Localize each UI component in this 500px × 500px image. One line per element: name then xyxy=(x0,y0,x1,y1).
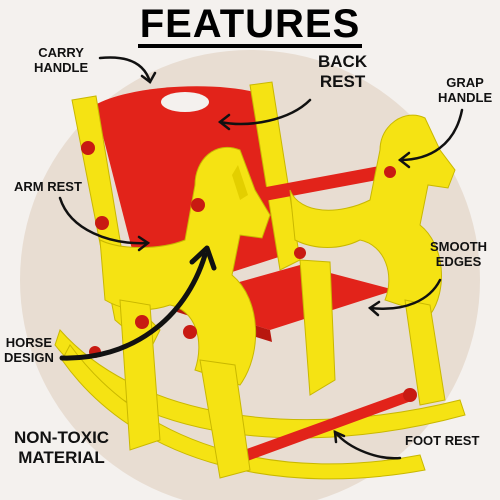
horse-design-arrow xyxy=(59,252,208,361)
label-non-toxic-material: NON-TOXIC MATERIAL xyxy=(14,428,110,467)
callout-arrows xyxy=(58,56,464,460)
label-horse-design: HORSE DESIGN xyxy=(4,335,54,365)
horse-side-back xyxy=(289,114,456,316)
bolt xyxy=(384,166,396,178)
bolt xyxy=(135,315,149,329)
foot-rest-bar xyxy=(230,390,414,466)
arm-rest-arrow-head xyxy=(137,235,151,252)
foot-rest-arrow xyxy=(333,430,402,460)
bolt xyxy=(95,216,109,230)
bolt xyxy=(191,198,205,212)
horse-side-front xyxy=(99,147,271,386)
bolt xyxy=(183,325,197,339)
smooth-edges-arrow xyxy=(368,278,442,310)
foot-rest-arrow-head xyxy=(333,429,346,444)
arm-rest-bar xyxy=(250,165,388,203)
grap-handle-arrow-head xyxy=(397,151,411,169)
horse-side-back-leg xyxy=(299,259,336,396)
label-foot-rest: FOOT REST xyxy=(405,433,480,448)
bolt xyxy=(81,141,95,155)
back-rest-arrow xyxy=(218,98,312,126)
bolt xyxy=(294,247,306,259)
page-title-text: FEATURES xyxy=(137,2,363,48)
smooth-edges-arrow-head xyxy=(367,300,381,317)
arm-rest-arrow xyxy=(58,196,150,245)
label-grap-handle: GRAP HANDLE xyxy=(438,75,493,105)
back-rest-arrow-head xyxy=(217,113,231,131)
page-title: FEATURES xyxy=(0,2,500,48)
foot-rest-bolt xyxy=(403,388,417,402)
horse-side-back-leg2 xyxy=(404,299,446,406)
carry-handle-hole xyxy=(161,92,209,112)
back-frame-post xyxy=(71,95,161,351)
horse-mane xyxy=(232,165,248,200)
grap-handle-arrow xyxy=(398,108,464,162)
label-smooth-edges: SMOOTH EDGES xyxy=(430,239,488,269)
label-carry-handle: CARRY HANDLE xyxy=(34,45,89,75)
carry-handle-arrow xyxy=(98,56,152,84)
horse-design-arrow-head xyxy=(189,245,217,271)
label-back-rest: BACK REST xyxy=(318,52,368,91)
horse-front-leg xyxy=(119,299,161,451)
label-arm-rest: ARM REST xyxy=(14,179,82,194)
horse-front-leg2 xyxy=(199,359,251,479)
carry-handle-arrow-head xyxy=(140,71,157,84)
rocker-back xyxy=(54,329,466,439)
